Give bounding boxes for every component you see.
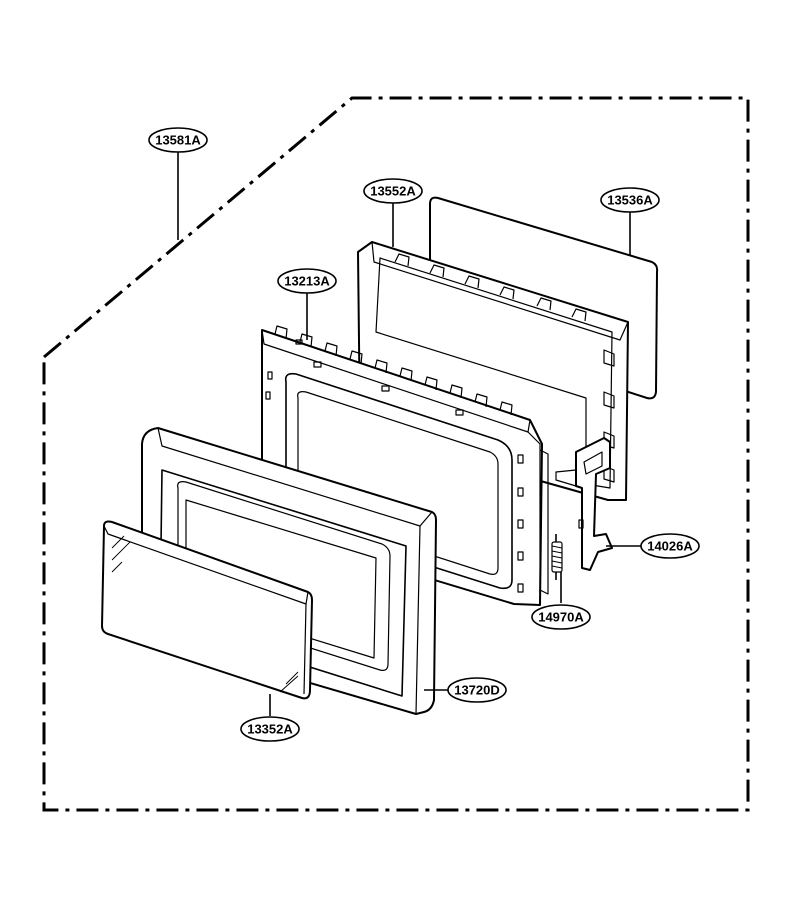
callout-label: 13552A [370, 184, 416, 199]
callout-13536A: 13536A [600, 187, 660, 213]
callout-label: 13536A [607, 193, 653, 208]
callout-14026A: 14026A [640, 533, 700, 559]
callout-label: 13352A [247, 722, 293, 737]
callout-label: 14026A [647, 539, 693, 554]
callout-label: 14970A [538, 610, 584, 625]
part-front-glass [101, 520, 313, 700]
callout-13552A: 13552A [363, 178, 423, 204]
callout-label: 13213A [284, 274, 330, 289]
part-latch-hook [555, 437, 613, 571]
assembly-boundary [42, 96, 750, 812]
callout-14970A: 14970A [531, 604, 591, 630]
part-spring [551, 534, 563, 580]
callout-13352A: 13352A [240, 716, 300, 742]
callout-13720D: 13720D [447, 677, 507, 703]
callout-13581A: 13581A [148, 127, 208, 153]
callout-label: 13581A [155, 133, 201, 148]
callout-13213A: 13213A [277, 268, 337, 294]
callout-label: 13720D [454, 683, 500, 698]
